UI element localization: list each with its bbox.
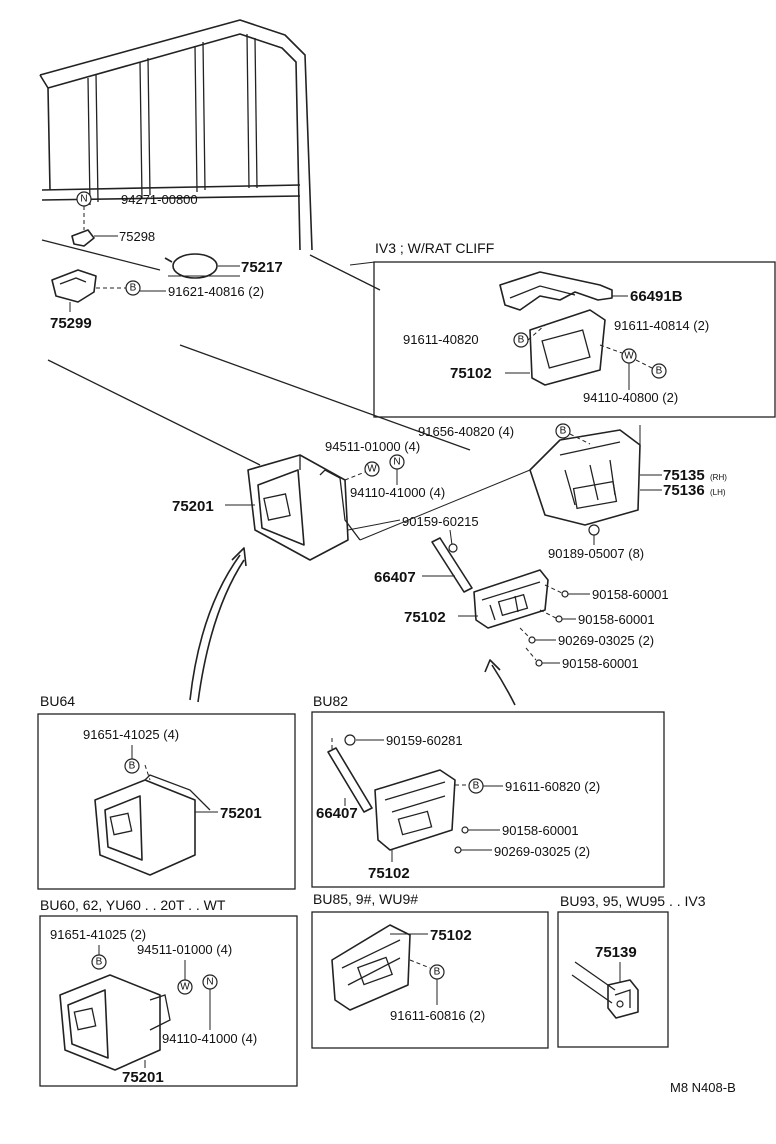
bracket-75135-75136: [529, 425, 641, 526]
n-symbol-bu60: N: [206, 977, 213, 988]
bu93-box: [557, 911, 669, 1048]
bracket-75139: [571, 961, 639, 1019]
bu82-header: BU82: [313, 693, 348, 709]
b-symbol-main: B: [560, 426, 567, 437]
b-symbol-bu60: B: [96, 957, 103, 968]
label-75217: 75217: [241, 259, 283, 276]
bu64-header: BU64: [40, 693, 75, 709]
label-66491b: 66491B: [630, 288, 683, 305]
label-66407-main: 66407: [374, 569, 416, 586]
footer-code: M8 N408-B: [670, 1080, 736, 1095]
bu64-box: [37, 713, 296, 890]
nut-90189-05007: [588, 524, 600, 536]
label-75136: 75136: [663, 482, 705, 499]
label-94110-40800: 94110-40800 (2): [583, 390, 678, 405]
strap-66407-main: [431, 537, 473, 593]
label-75102-iv3: 75102: [450, 365, 492, 382]
plate-75102-bu82: [374, 769, 456, 851]
label-90269-03025-main: 90269-03025 (2): [558, 633, 654, 648]
bu93-header: BU93, 95, WU95 . . IV3: [560, 893, 706, 909]
label-75201-bu64: 75201: [220, 805, 262, 822]
plate-75102-bu85: [331, 924, 411, 1011]
label-94511-01000-bu60: 94511-01000 (4): [137, 942, 232, 957]
label-75136-suffix: (LH): [710, 488, 726, 497]
label-75201-bu60: 75201: [122, 1069, 164, 1086]
label-75299: 75299: [50, 315, 92, 332]
label-91611-60816: 91611-60816 (2): [390, 1008, 485, 1023]
label-66407-bu82: 66407: [316, 805, 358, 822]
bu85-box: [311, 911, 549, 1049]
iv3-box: [373, 261, 776, 418]
b-symbol: [125, 280, 141, 296]
b-symbol-letter: B: [130, 283, 137, 294]
label-90158-60001-c: 90158-60001: [562, 656, 639, 671]
arrow-right: [491, 664, 516, 706]
label-75139: 75139: [595, 944, 637, 961]
truck-bed-outline: [39, 19, 471, 466]
label-75135: 75135: [663, 467, 705, 484]
clip-75298: [71, 229, 95, 247]
label-90159-60281: 90159-60281: [386, 733, 463, 748]
label-94511-01000-main: 94511-01000 (4): [325, 439, 420, 454]
label-94271-00800: 94271-00800: [121, 192, 198, 207]
label-91611-40814: 91611-40814 (2): [614, 318, 709, 333]
w-symbol-bu60: W: [180, 982, 190, 993]
plate-75102-main: [473, 569, 549, 629]
b-symbol-bu85: B: [434, 967, 441, 978]
arrow-left: [189, 554, 241, 701]
bu85-header: BU85, 9#, WU9#: [313, 891, 418, 907]
bracket-66491b: [499, 271, 613, 311]
label-91651-41025-bu64: 91651-41025 (4): [83, 727, 179, 742]
label-90158-60001-a: 90158-60001: [592, 587, 669, 602]
bracket-75299: [51, 269, 97, 303]
label-94110-41000-main: 94110-41000 (4): [350, 485, 445, 500]
plate-75102-iv3: [529, 309, 606, 386]
label-75102-bu82: 75102: [368, 865, 410, 882]
iv3-header: IV3 ; W/RAT CLIFF: [375, 240, 494, 256]
bu82-box: [311, 711, 665, 888]
label-91656-40820: 91656-40820 (4): [418, 424, 514, 439]
label-75298: 75298: [119, 229, 155, 244]
label-94110-41000-bu60: 94110-41000 (4): [162, 1031, 257, 1046]
label-75135-suffix: (RH): [710, 473, 727, 482]
bu60-header: BU60, 62, YU60 . . 20T . . WT: [40, 897, 226, 913]
box-75201-bu64: [94, 774, 211, 876]
b-symbol-iv3-2: B: [656, 366, 663, 377]
n-symbol-main: N: [393, 457, 400, 468]
label-75102-bu85: 75102: [430, 927, 472, 944]
label-90269-03025-bu82: 90269-03025 (2): [494, 844, 590, 859]
label-91611-40820: 91611-40820: [403, 332, 479, 347]
label-90189-05007: 90189-05007 (8): [548, 546, 644, 561]
b-symbol-iv3: B: [518, 335, 525, 346]
b-symbol-bu82: B: [473, 781, 480, 792]
ring-75217: [172, 253, 218, 279]
label-90158-60001-bu82: 90158-60001: [502, 823, 579, 838]
b-symbol-bu64: B: [129, 761, 136, 772]
n-symbol-letter: N: [80, 194, 87, 205]
label-91611-60820: 91611-60820 (2): [505, 779, 600, 794]
strap-66407-bu82: [327, 747, 373, 813]
label-91651-41025-bu60: 91651-41025 (2): [50, 927, 146, 942]
label-75201-main: 75201: [172, 498, 214, 515]
label-90158-60001-b: 90158-60001: [578, 612, 655, 627]
w-symbol-iv3: W: [624, 351, 634, 362]
bu60-box: [39, 915, 298, 1087]
label-91621-40816: 91621-40816 (2): [168, 284, 264, 299]
box-75201-bu60: [59, 974, 171, 1071]
box-75201-main: [247, 454, 361, 561]
label-90159-60215: 90159-60215: [402, 514, 479, 529]
w-symbol-main: W: [367, 464, 377, 475]
label-75102-main: 75102: [404, 609, 446, 626]
